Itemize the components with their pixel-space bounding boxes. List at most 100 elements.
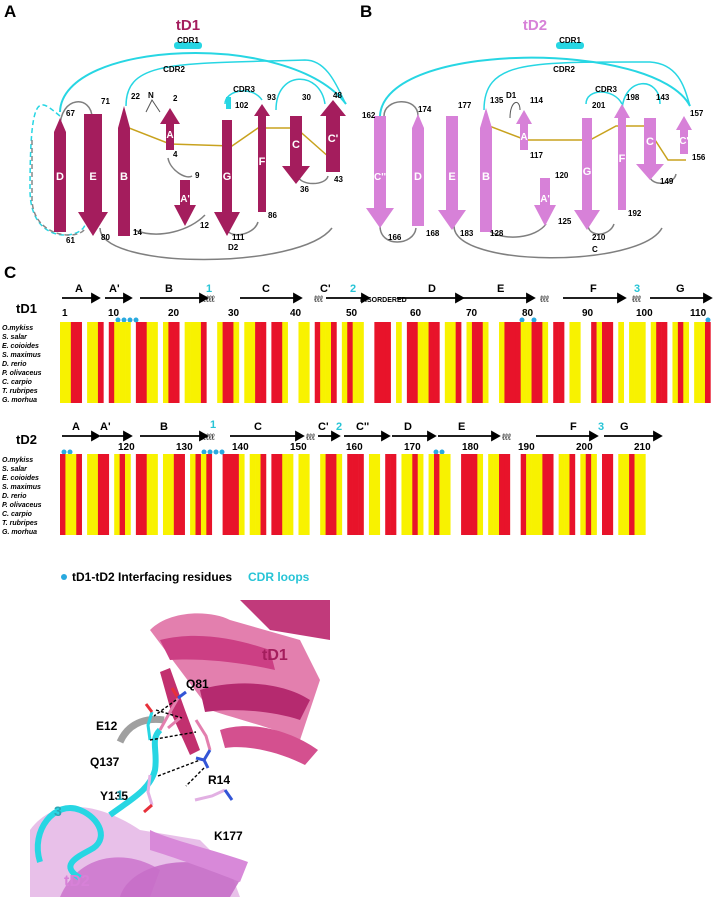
- svg-text:Q81: Q81: [186, 677, 209, 691]
- conservation-column: [168, 454, 175, 535]
- panel-label-c: C: [4, 263, 17, 282]
- svg-text:135: 135: [490, 96, 504, 105]
- conservation-column: [607, 454, 614, 535]
- conservation-column: [249, 454, 256, 535]
- conservation-column: [303, 322, 310, 403]
- conservation-column: [70, 322, 77, 403]
- conservation-column: [347, 322, 353, 403]
- conservation-column: [542, 322, 549, 403]
- svg-text:1: 1: [210, 419, 216, 431]
- svg-text:CDR1: CDR1: [177, 36, 199, 45]
- svg-text:157: 157: [690, 109, 704, 118]
- conservation-column: [162, 322, 169, 403]
- svg-text:DISORDERED: DISORDERED: [360, 297, 407, 304]
- conservation-column: [455, 322, 462, 403]
- svg-text:114: 114: [530, 96, 543, 105]
- conservation-column: [423, 322, 429, 403]
- conservation-column: [542, 454, 549, 535]
- conservation-column: [260, 322, 267, 403]
- conservation-column: [634, 322, 641, 403]
- conservation-column: [650, 322, 657, 403]
- svg-text:A: A: [166, 130, 173, 141]
- svg-text:C'': C'': [374, 172, 386, 183]
- conservation-column: [639, 454, 646, 535]
- svg-text:3: 3: [634, 283, 640, 295]
- svg-text:CDR1: CDR1: [559, 36, 581, 45]
- svg-text:S. maximus: S. maximus: [2, 352, 41, 359]
- conservation-column: [471, 322, 478, 403]
- svg-text:C. carpio: C. carpio: [2, 511, 33, 518]
- conservation-column: [499, 322, 505, 403]
- conservation-column: [368, 454, 375, 535]
- svg-text:tD1: tD1: [16, 301, 37, 316]
- svg-text:150: 150: [290, 442, 307, 453]
- alignment-block-td2: A A' B C C' C'' D E F G 1 2 3 ℓℓℓℓℓ ℓℓℓ …: [2, 419, 663, 584]
- svg-text:1: 1: [116, 787, 124, 803]
- svg-text:1: 1: [206, 283, 212, 295]
- svg-text:117: 117: [530, 151, 543, 160]
- svg-text:93: 93: [267, 93, 276, 102]
- conservation-column: [580, 454, 587, 535]
- svg-text:G: G: [583, 166, 592, 178]
- svg-text:B: B: [165, 283, 173, 295]
- svg-text:B: B: [120, 171, 128, 183]
- svg-text:C: C: [646, 136, 654, 148]
- svg-text:C: C: [262, 283, 270, 295]
- conservation-column: [531, 454, 538, 535]
- legend-interface: tD1-tD2 Interfacing residues: [72, 570, 232, 584]
- conservation-column: [125, 454, 131, 535]
- conservation-column: [390, 454, 397, 535]
- svg-text:111: 111: [232, 233, 245, 242]
- svg-text:166: 166: [388, 233, 402, 242]
- conservation-column: [173, 322, 180, 403]
- conservation-column: [152, 454, 158, 535]
- conservation-column: [477, 322, 484, 403]
- conservation-column: [618, 454, 624, 535]
- svg-text:CDR2: CDR2: [553, 65, 575, 74]
- svg-text:Y135: Y135: [100, 789, 128, 803]
- svg-text:G: G: [620, 421, 629, 433]
- conservation-column: [536, 322, 543, 403]
- svg-text:A': A': [100, 421, 111, 433]
- conservation-column: [623, 454, 630, 535]
- svg-text:180: 180: [462, 442, 479, 453]
- conservation-column: [493, 454, 500, 535]
- svg-text:A': A': [180, 194, 190, 205]
- conservation-column: [195, 322, 202, 403]
- svg-text:10: 10: [108, 308, 120, 319]
- conservation-column: [141, 454, 148, 535]
- conservation-column: [233, 454, 240, 535]
- conservation-column: [374, 322, 381, 403]
- svg-text:168: 168: [426, 229, 440, 238]
- conservation-column: [173, 454, 180, 535]
- conservation-column: [683, 322, 690, 403]
- svg-text:T. rubripes: T. rubripes: [2, 520, 38, 527]
- svg-text:C'': C'': [356, 421, 370, 433]
- svg-text:110: 110: [690, 308, 707, 319]
- svg-text:D. rerio: D. rerio: [2, 361, 27, 368]
- svg-text:R14: R14: [208, 773, 230, 787]
- svg-text:90: 90: [582, 308, 594, 319]
- conservation-column: [135, 454, 142, 535]
- conservation-column: [320, 454, 326, 535]
- svg-text:30: 30: [302, 93, 311, 102]
- svg-text:143: 143: [656, 93, 670, 102]
- svg-text:tD1: tD1: [262, 647, 288, 664]
- conservation-column: [276, 454, 283, 535]
- conservation-column: [347, 454, 353, 535]
- conservation-column: [450, 322, 456, 403]
- svg-text:43: 43: [334, 175, 343, 184]
- conservation-column: [92, 322, 99, 403]
- svg-text:162: 162: [362, 111, 376, 120]
- svg-text:C': C': [320, 283, 331, 295]
- conservation-column: [585, 454, 592, 535]
- svg-text:E: E: [448, 171, 455, 183]
- conservation-column: [428, 454, 435, 535]
- svg-text:D2: D2: [228, 243, 239, 252]
- conservation-column: [320, 322, 326, 403]
- svg-text:ℓℓℓℓℓ: ℓℓℓℓℓ: [200, 294, 216, 304]
- conservation-column: [428, 322, 435, 403]
- conservation-column: [406, 322, 413, 403]
- conservation-column: [531, 322, 538, 403]
- conservation-column: [677, 322, 684, 403]
